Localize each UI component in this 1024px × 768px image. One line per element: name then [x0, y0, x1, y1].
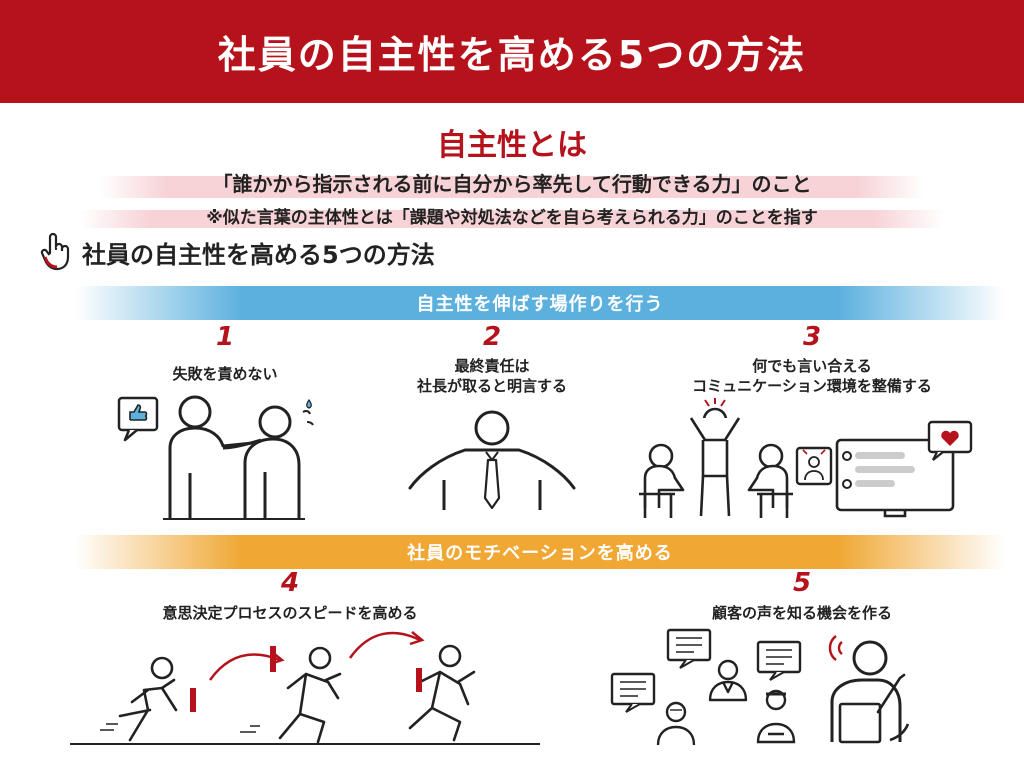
online-chat-illustration: [795, 420, 973, 518]
method-2-line2: 社長が取ると明言する: [416, 377, 567, 395]
customer-voice-illustration: [610, 628, 910, 746]
method-number-1: 1: [215, 322, 235, 352]
method-number-3: 3: [802, 322, 822, 352]
group-label-2: 社員のモチベーションを高める: [407, 543, 673, 564]
section-title: 社員の自主性を高める5つの方法: [82, 240, 435, 269]
method-3-line1: 何でも言い合える: [752, 357, 872, 375]
method-label-4: 意思決定プロセスのスピードを高める: [100, 603, 480, 623]
method-4-line1: 意思決定プロセスのスピードを高める: [162, 604, 418, 622]
definition-title: 自主性とは: [437, 128, 587, 163]
runners-illustration: [70, 631, 540, 745]
president-open-arms-illustration: [408, 410, 576, 510]
method-label-5: 顧客の声を知る機会を作る: [622, 603, 982, 623]
section-heading: 社員の自主性を高める5つの方法: [40, 232, 435, 271]
group-bar-2: 社員のモチベーションを高める: [75, 535, 1005, 569]
meeting-illustration: [639, 398, 793, 518]
method-2-line1: 最終責任は: [454, 357, 530, 375]
definition-line1: 「誰かから指示される前に自分から率先して行動できる力」のこと: [212, 172, 812, 196]
definition-line2: ※似た言葉の主体性とは「課題や対処法などを自ら考えられる力」のことを指す: [206, 208, 818, 228]
pointing-hand-icon: [40, 232, 70, 271]
consoling-people-illustration: [117, 395, 314, 520]
method-label-1: 失敗を責めない: [105, 364, 345, 384]
method-label-3: 何でも言い合える コミュニケーション環境を整備する: [642, 356, 982, 396]
method-number-2: 2: [482, 322, 502, 352]
method-3-line2: コミュニケーション環境を整備する: [692, 377, 932, 395]
group-bar-1: 自主性を伸ばす場作りを行う: [75, 286, 1005, 320]
group-label-1: 自主性を伸ばす場作りを行う: [416, 294, 664, 315]
method-number-5: 5: [792, 568, 812, 598]
method-number-4: 4: [280, 568, 300, 598]
method-label-2: 最終責任は 社長が取ると明言する: [362, 356, 622, 396]
page-title-banner: 社員の自主性を高める5つの方法: [0, 0, 1024, 103]
method-5-line1: 顧客の声を知る機会を作る: [711, 604, 892, 622]
highlight-line2: [80, 210, 944, 228]
page-title: 社員の自主性を高める5つの方法: [217, 33, 807, 77]
method-1-line1: 失敗を責めない: [172, 365, 278, 383]
highlight-line1: [100, 176, 924, 198]
